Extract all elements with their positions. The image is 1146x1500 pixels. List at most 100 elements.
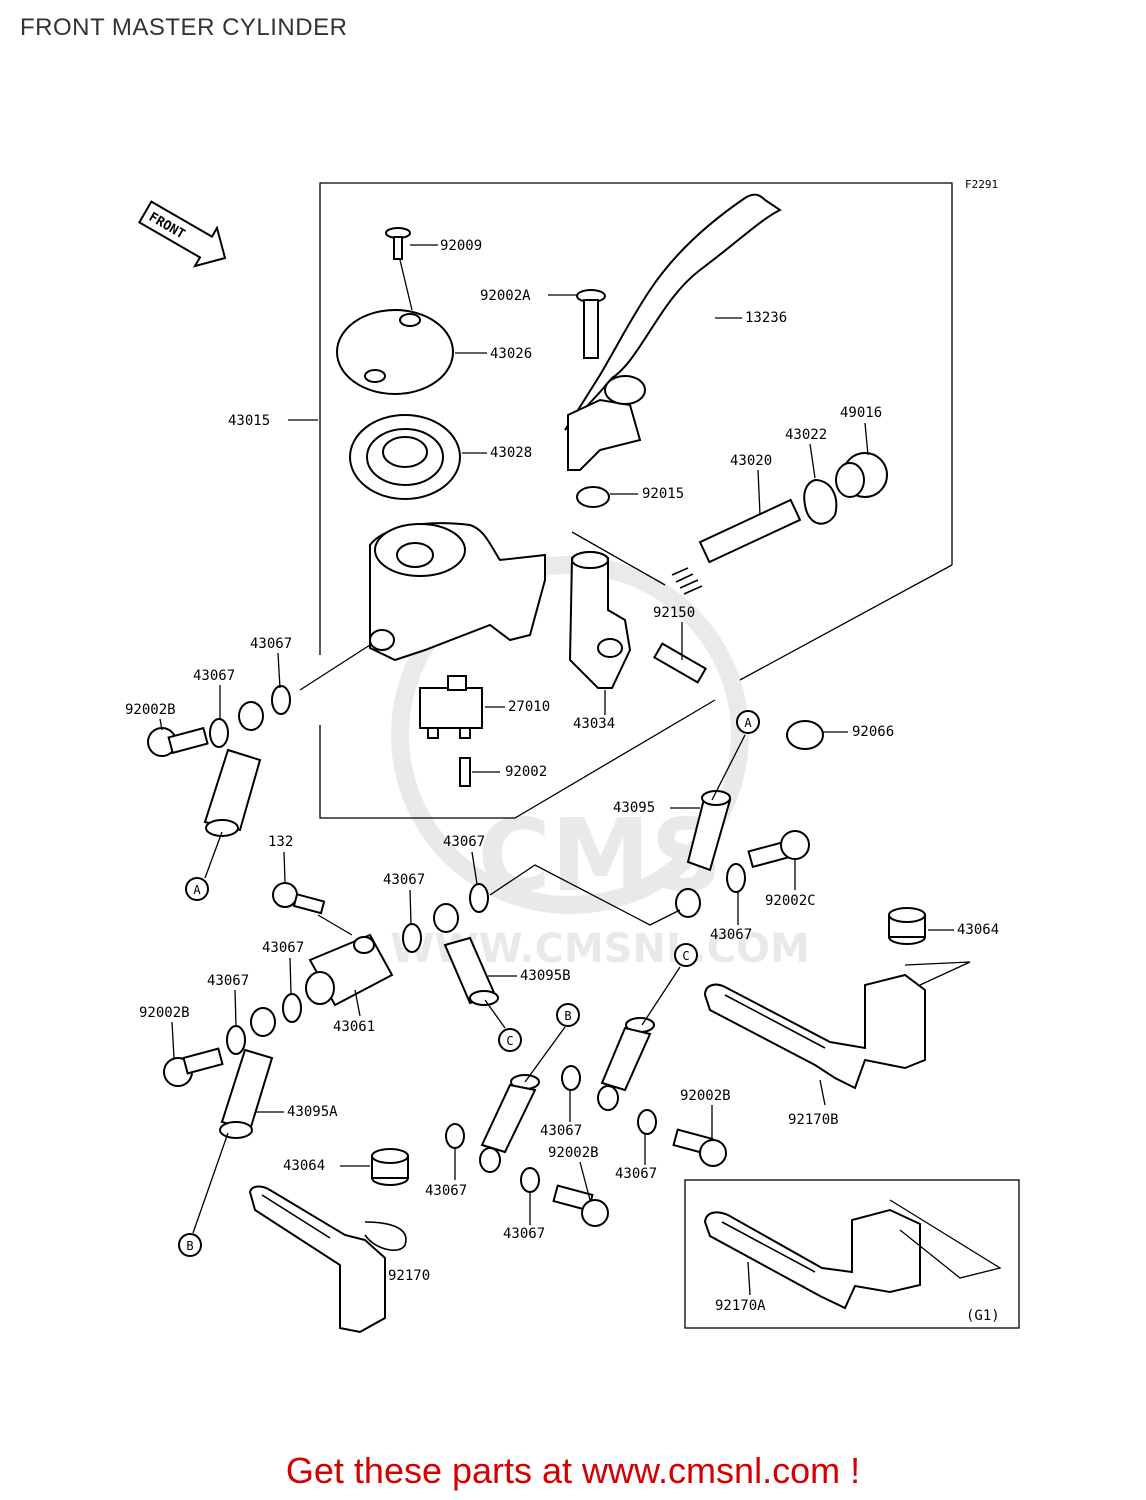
part-number-label[interactable]: 43064 (957, 922, 999, 938)
dust-boot-icon (835, 452, 888, 498)
washer-icon (226, 1025, 246, 1055)
part-number-label[interactable]: 43067 (383, 872, 425, 888)
bracket-icon (703, 1199, 1002, 1310)
callout-line (192, 1132, 229, 1234)
part-number-label[interactable]: 43067 (540, 1123, 582, 1139)
grommet-icon (888, 907, 926, 945)
part-number-label[interactable]: 43067 (710, 927, 752, 943)
leader-line (171, 1021, 175, 1059)
bracket-icon (703, 961, 971, 1090)
brake-hose-icon (433, 903, 499, 1006)
part-number-label[interactable]: 43028 (490, 445, 532, 461)
part-number-label[interactable]: 92066 (852, 724, 894, 740)
part-number-label[interactable]: 92170 (388, 1268, 430, 1284)
pivot-bolt-icon (576, 289, 606, 359)
washer-icon (561, 1065, 581, 1091)
assembly-boundary (319, 182, 953, 655)
part-number-label[interactable]: 92002A (480, 288, 531, 304)
banjo-bolt-icon (147, 726, 209, 757)
brake-hose-icon (479, 1074, 540, 1173)
washer-icon (271, 685, 291, 715)
hose-joint-icon (305, 933, 394, 1007)
washer-icon (726, 863, 746, 893)
footer-link[interactable]: Get these parts at www.cmsnl.com ! (285, 1450, 861, 1491)
banjo-bolt-icon (163, 1047, 224, 1087)
part-number-label[interactable]: 132 (268, 834, 293, 850)
part-number-label[interactable]: 43067 (425, 1183, 467, 1199)
callout-letter: C (682, 949, 689, 963)
callout-letter: B (186, 1239, 193, 1253)
part-number-label[interactable]: 92002B (125, 702, 176, 718)
callout-circle (178, 1233, 202, 1257)
switch-screw-icon (459, 757, 471, 787)
part-number-label[interactable]: 43064 (283, 1158, 325, 1174)
grommet-icon (371, 1148, 409, 1186)
piston-icon (671, 498, 802, 595)
part-number-label[interactable]: 43067 (262, 940, 304, 956)
part-number-label[interactable]: 92170B (788, 1112, 839, 1128)
part-number-label[interactable]: 92002B (680, 1088, 731, 1104)
figure-code: F2291 (965, 178, 998, 191)
part-number-label[interactable]: 43020 (730, 453, 772, 469)
part-number-label[interactable]: 43026 (490, 346, 532, 362)
diaphragm-icon (349, 414, 461, 500)
reservoir-cap-icon (336, 309, 454, 395)
leader-line (283, 851, 286, 883)
part-number-label[interactable]: 92002B (139, 1005, 190, 1021)
part-number-label[interactable]: 92002 (505, 764, 547, 780)
callout-line (641, 966, 681, 1026)
part-number-label[interactable]: 92002C (765, 893, 816, 909)
clamp-bolt-icon (652, 642, 708, 684)
part-number-label[interactable]: 92009 (440, 238, 482, 254)
part-number-label[interactable]: 43095B (520, 968, 571, 984)
leader-line (864, 422, 869, 456)
inset-box (684, 1179, 1020, 1329)
part-number-label[interactable]: 43067 (193, 668, 235, 684)
part-number-label[interactable]: 13236 (745, 310, 787, 326)
callout-letter: C (506, 1034, 513, 1048)
banjo-bolt-icon (672, 1128, 727, 1167)
brake-hose-icon (203, 701, 264, 837)
part-number-label[interactable]: 92002B (548, 1145, 599, 1161)
leader-line (471, 851, 478, 885)
front-arrow-icon: FRONT (137, 200, 227, 268)
part-number-label[interactable]: 43095A (287, 1104, 338, 1120)
part-number-label[interactable]: 43061 (333, 1019, 375, 1035)
part-number-label[interactable]: 43067 (443, 834, 485, 850)
callout-line (524, 1026, 566, 1083)
leader-line (579, 1161, 591, 1201)
brake-hose-icon (219, 1007, 276, 1139)
part-number-label[interactable]: 43022 (785, 427, 827, 443)
leader-line (819, 1079, 826, 1106)
brake-hose-icon (675, 790, 732, 918)
part-number-label[interactable]: 92170A (715, 1298, 766, 1314)
leader-line (354, 989, 361, 1017)
washer-icon (209, 718, 229, 748)
part-number-label[interactable]: 43015 (228, 413, 270, 429)
washer-icon (445, 1123, 465, 1149)
parts-diagram: CMS WWW.CMSNL.COM FRONT F2291 (125, 178, 1020, 1334)
leader-line (747, 1261, 751, 1296)
part-number-label[interactable]: 49016 (840, 405, 882, 421)
part-number-label[interactable]: 43067 (250, 636, 292, 652)
part-number-label[interactable]: 92150 (653, 605, 695, 621)
callout-circle (736, 710, 760, 734)
washer-icon (402, 923, 422, 953)
part-number-label[interactable]: 43095 (613, 800, 655, 816)
group-tag: (G1) (966, 1308, 1000, 1324)
washer-icon (469, 883, 489, 913)
part-number-label[interactable]: 43067 (503, 1226, 545, 1242)
callout-line (484, 999, 506, 1029)
part-number-label[interactable]: 43034 (573, 716, 615, 732)
leader-line (809, 443, 816, 479)
rubber-cap-icon (786, 720, 824, 750)
banjo-bolt-icon (552, 1184, 609, 1227)
bolt-icon (272, 882, 326, 915)
leader-line (409, 889, 412, 925)
part-number-label[interactable]: 43067 (207, 973, 249, 989)
part-number-label[interactable]: 27010 (508, 699, 550, 715)
part-number-label[interactable]: 92015 (642, 486, 684, 502)
callout-circle (674, 943, 698, 967)
screw-icon (385, 227, 413, 311)
part-number-label[interactable]: 43067 (615, 1166, 657, 1182)
